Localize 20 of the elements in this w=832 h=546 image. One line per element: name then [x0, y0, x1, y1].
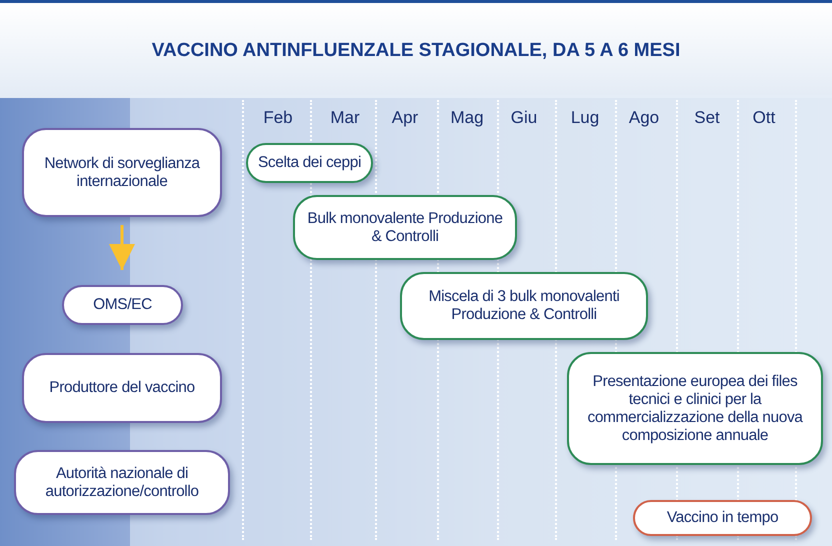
milestone-box: Vaccino in tempo	[633, 500, 812, 536]
month-label: Ago	[628, 108, 660, 128]
phase-box: Scelta dei ceppi	[246, 143, 373, 183]
month-label: Feb	[262, 108, 294, 128]
actor-box: Produttore del vaccino	[22, 353, 222, 423]
month-label: Lug	[570, 108, 600, 128]
phase-box: Presentazione europea dei files tecnici e clinici per la commercializzazione della nuova composizione annuale	[567, 352, 823, 465]
actor-box: Network di sorveglianza internazionale	[22, 128, 222, 217]
month-label: Apr	[390, 108, 420, 128]
month-label: Ott	[752, 108, 776, 128]
actor-box: OMS/EC	[62, 285, 183, 325]
month-label: Giu	[510, 108, 538, 128]
phase-box: Bulk monovalente Produzione & Controlli	[293, 195, 517, 260]
month-label: Mag	[449, 108, 485, 128]
arrow	[109, 225, 135, 270]
actor-box: Autorità nazionale di autorizzazione/controllo	[14, 450, 230, 515]
diagram-title: VACCINO ANTINFLUENZALE STAGIONALE, DA 5 A 6 MESI	[150, 40, 682, 62]
phase-box: Miscela di 3 bulk monovalenti Produzione & Controlli	[400, 272, 648, 340]
month-label: Set	[693, 108, 721, 128]
month-label: Mar	[329, 108, 361, 128]
